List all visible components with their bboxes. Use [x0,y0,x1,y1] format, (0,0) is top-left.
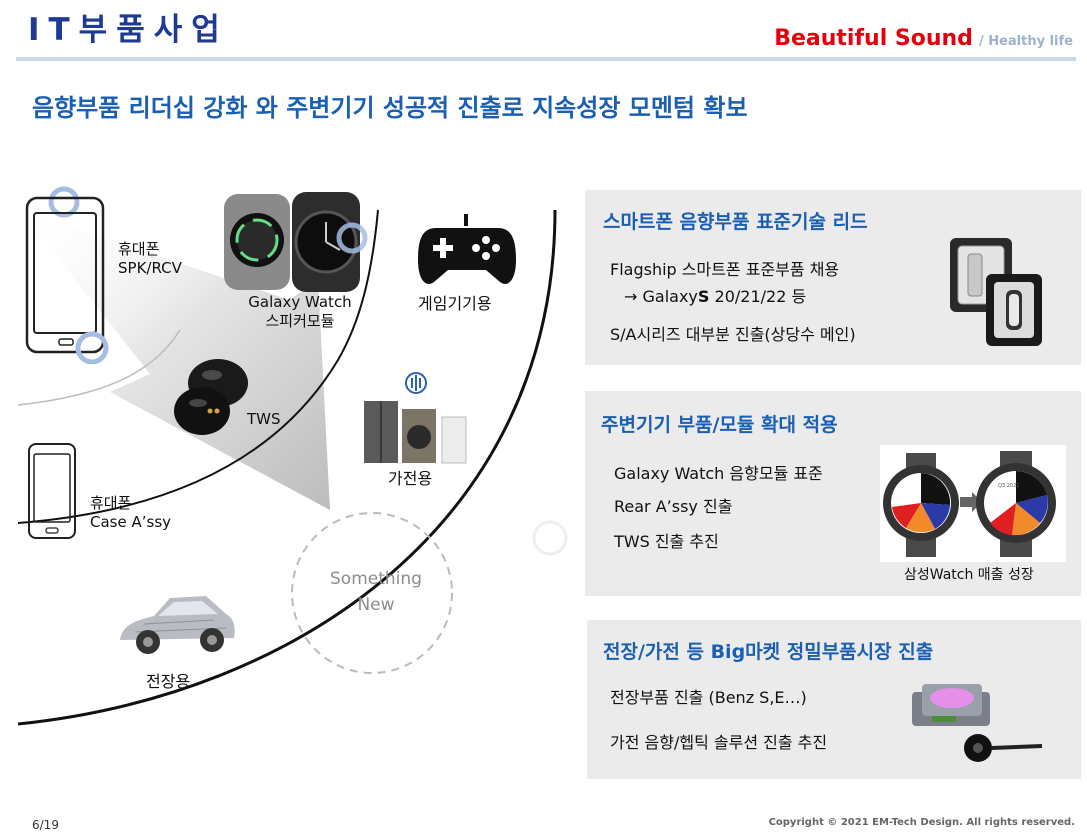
phone-speaker-label-line1: 휴대폰 [118,240,160,258]
copyright: Copyright © 2021 EM-Tech Design. All rig… [768,817,1075,828]
panel-peripherals-line3: TWS 진출 추진 [614,532,719,551]
gaming-label: 게임기기용 [418,294,492,313]
phone-speaker-label: 휴대폰 SPK/RCV [118,240,182,278]
watch-speaker-label: Galaxy Watch 스피커모듈 [235,293,365,331]
header-divider [16,57,1076,61]
home-appliance-image [364,372,467,464]
panel-smartphone-line1: Flagship 스마트폰 표준부품 채용 [610,260,840,279]
tagline-main: Beautiful Sound [774,26,973,51]
market-diagram [17,209,568,726]
car-label: 전장용 [146,672,191,691]
something-new-label-line2: New [357,595,395,615]
panel-smartphone-line2-arrow: → Galaxy [624,287,698,306]
phone-speaker-label-line2: SPK/RCV [118,259,182,277]
speaker-component-image [950,238,1042,346]
arc-inner [17,209,379,524]
watch-sales-growth-chart: Q3 2021 [883,451,1056,557]
watch-face-text: Q3 2021 [998,483,1019,489]
tws-label: TWS [247,410,281,428]
smartphone-icon [25,186,109,364]
watch-speaker-label-line1: Galaxy Watch [248,293,352,311]
something-new-label-line1: Something [330,569,422,589]
watch-speaker-label-line2: 스피커모듈 [265,312,335,330]
brand-tagline: Beautiful Sound / Healthy life [774,26,1073,51]
tws-earbuds-image [174,359,248,435]
panel-peripherals-line2: Rear A’ssy 진출 [614,497,733,516]
page-number: 6/19 [32,818,59,832]
phone-case-label-line2: Case A’ssy [90,513,172,531]
phone-case-label: 휴대폰 Case A’ssy [90,494,171,532]
panel-smartphone-line2: → GalaxyS 20/21/22 등 [624,287,806,307]
growth-arrow [20,210,330,510]
watch-sales-image: Q3 2021 [880,445,1066,562]
page-title: IT부품사업 [28,12,229,48]
panel-automotive-line1: 전장부품 진출 (Benz S,E…) [610,688,807,707]
panel-smartphone-line2-rest: 20/21/22 등 [709,287,807,306]
something-new-circle [291,512,453,674]
phone-case-icon [28,443,76,539]
auto-parts-image [912,684,1043,762]
tagline-sub: / Healthy life [978,34,1073,49]
panel-smartphone-title: 스마트폰 음향부품 표준기술 리드 [603,211,868,233]
watch-sales-caption: 삼성Watch 매출 성장 [904,567,1034,583]
panel-peripherals-title: 주변기기 부품/모듈 확대 적용 [601,414,838,436]
arc-outer [17,209,557,726]
arc-innermost [17,329,181,406]
panel-automotive [587,620,1081,779]
panel-automotive-line2: 가전 음향/헵틱 솔루션 진출 추진 [610,733,828,752]
idea-faint-icon [532,520,568,556]
phone-case-label-line1: 휴대폰 [90,494,132,512]
headline: 음향부품 리더십 강화 와 주변기기 성공적 진출로 지속성장 모멘텀 확보 [32,94,748,122]
galaxy-watch-image [224,192,368,292]
panel-automotive-title: 전장/가전 등 Big마켓 정밀부품시장 진출 [603,641,934,663]
gamepad-icon [418,214,516,284]
panel-peripherals-line1: Galaxy Watch 음향모듈 표준 [614,464,823,483]
car-image [120,596,235,654]
panel-smartphone-line2-bold: S [697,287,710,306]
panel-smartphone-line3: S/A시리즈 대부분 진출(상당수 메인) [610,325,856,344]
something-new-label: Something New [326,566,426,618]
appliance-label: 가전용 [388,469,433,488]
